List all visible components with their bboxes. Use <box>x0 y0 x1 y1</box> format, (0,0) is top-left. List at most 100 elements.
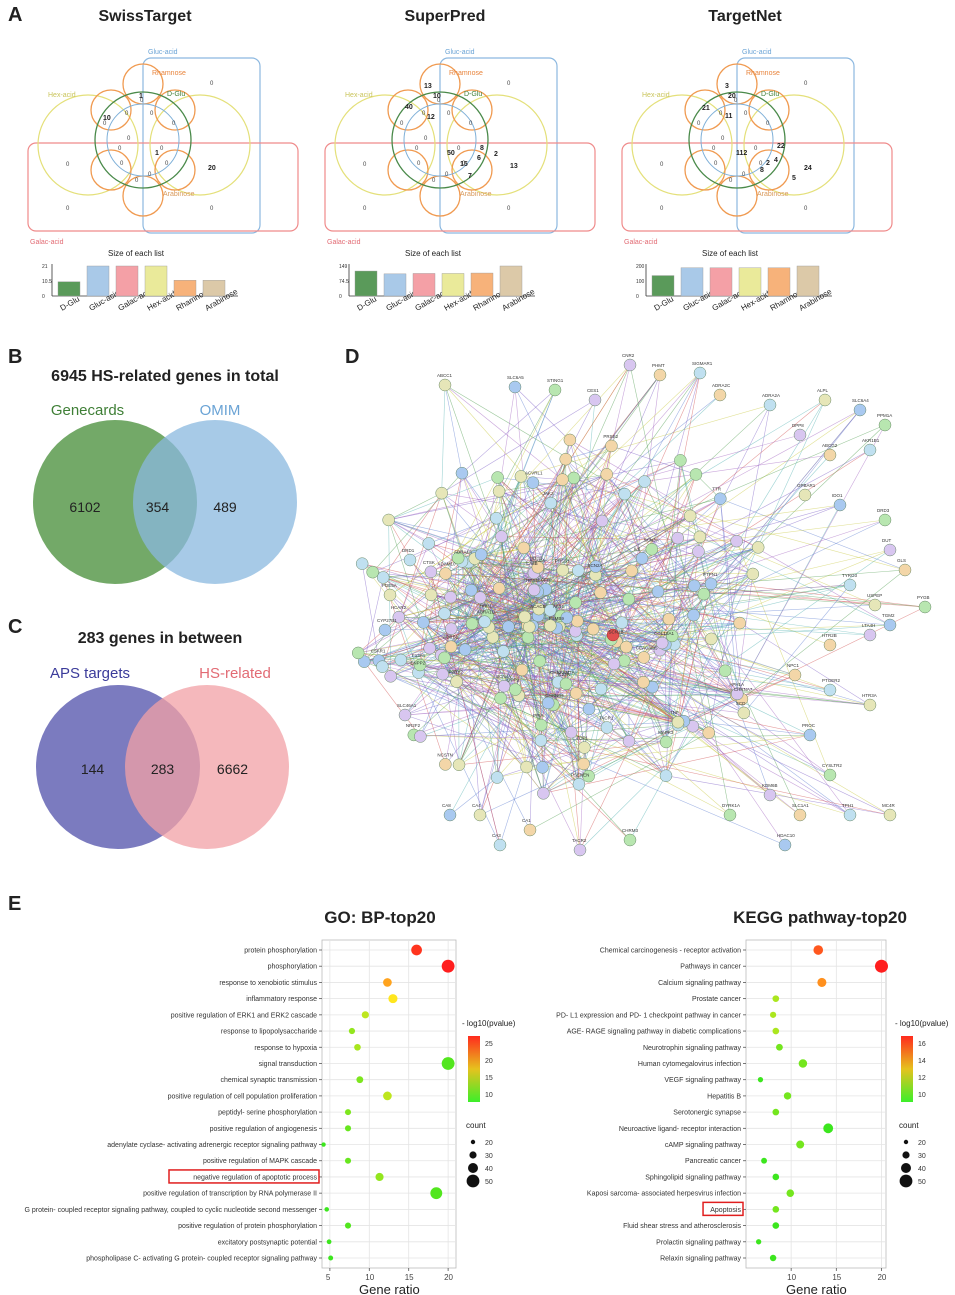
protein-label: CA8 <box>442 803 451 808</box>
protein-label: ACACA <box>529 558 545 563</box>
protein-node <box>548 383 562 397</box>
bar-chart-title: Size of each list <box>702 249 759 258</box>
protein-label: PPIA <box>533 713 543 718</box>
galac-acid-label: Galac-acid <box>624 239 658 246</box>
protein-node <box>394 653 408 667</box>
region-count-zero: 0 <box>150 111 154 117</box>
size-legend-dot <box>466 1174 480 1188</box>
hex-acid-shape-right <box>743 94 845 196</box>
data-point <box>326 1239 332 1245</box>
network-edge <box>445 573 584 765</box>
network-edge <box>420 720 684 737</box>
bar-y-tick: 0 <box>339 294 342 300</box>
category-label: positive regulation of protein phosphory… <box>178 1223 317 1230</box>
network-edge <box>540 734 811 741</box>
protein-node <box>863 628 877 642</box>
network-edge <box>550 434 801 504</box>
protein-node <box>674 454 687 467</box>
superpred-title: SuperPred <box>404 8 486 25</box>
region-count-zero: 0 <box>734 98 738 104</box>
network-edge <box>588 724 679 777</box>
rhamnose-petal-5 <box>387 89 429 131</box>
protein-label: DRD1 <box>402 548 415 553</box>
network-edge <box>419 664 527 768</box>
network-edge <box>429 518 497 649</box>
region-count-zero: 0 <box>172 121 176 127</box>
bar-Arabinose <box>796 265 820 297</box>
arabinose-label: Arabinose <box>757 191 789 198</box>
network-edge <box>575 515 691 603</box>
color-tick-label: 20 <box>485 1058 493 1065</box>
network-edge <box>520 476 643 559</box>
data-point <box>383 978 392 987</box>
network-edge <box>382 666 584 765</box>
genecards-label: Genecards <box>50 402 125 419</box>
protein-node <box>439 758 452 771</box>
protein-label: TPH1 <box>842 803 854 808</box>
region-count: 2 <box>494 151 498 158</box>
protein-node <box>697 587 711 601</box>
data-point <box>344 1222 352 1229</box>
bar-Rhamnose <box>767 267 791 297</box>
protein-node <box>564 725 578 739</box>
protein-node <box>378 623 392 637</box>
protein-node <box>493 838 507 852</box>
protein-node <box>898 563 912 577</box>
bar-Rhamnose <box>470 272 494 297</box>
region-count-zero: 0 <box>714 161 718 167</box>
data-point <box>783 1092 792 1100</box>
x-tick-label: 15 <box>832 1273 841 1282</box>
protein-node <box>718 664 732 678</box>
category-label: cAMP signaling pathway <box>665 1142 742 1149</box>
region-count-zero: 0 <box>66 206 70 212</box>
bar-Hex-acid <box>738 267 762 297</box>
size-legend-dot <box>902 1151 910 1159</box>
protein-node <box>793 428 807 442</box>
data-point <box>344 1157 352 1164</box>
protein-label: CHRNA7 <box>734 687 753 692</box>
gluc-acid-label: Gluc-acid <box>445 49 475 56</box>
network-edge <box>444 372 701 614</box>
network-edge <box>388 519 528 626</box>
network-edge <box>450 646 580 785</box>
network-edge <box>461 561 801 816</box>
data-point <box>786 1189 795 1197</box>
region-count: 20 <box>208 165 216 172</box>
protein-node <box>490 771 504 784</box>
network-edge <box>573 477 673 637</box>
protein-node <box>588 393 602 407</box>
protein-node <box>366 565 379 579</box>
bar-Gluc-acid <box>86 265 110 297</box>
protein-node <box>533 654 546 668</box>
region-count: 8 <box>760 167 764 174</box>
region-count-zero: 0 <box>660 162 664 168</box>
bar-Hex-acid <box>441 273 465 297</box>
protein-node <box>413 658 427 672</box>
network-edge <box>665 775 891 816</box>
network-edge <box>400 659 589 777</box>
network-edge <box>652 573 754 688</box>
protein-label: CA1 <box>522 818 531 823</box>
panel-label-b: B <box>8 346 23 368</box>
category-label: Apoptosis <box>710 1207 741 1214</box>
x-tick-label: 5 <box>326 1273 331 1282</box>
network-edge <box>515 689 684 722</box>
protein-label: ADRA2A <box>762 393 780 398</box>
category-label: phospholipase C- activating G protein- c… <box>86 1256 317 1263</box>
arabinose-label: Arabinose <box>460 191 492 198</box>
network-edge <box>549 477 575 626</box>
bar-category-label: D-Glu <box>356 294 379 312</box>
bar-y-tick: 0 <box>42 294 45 300</box>
size-legend-dot <box>903 1139 909 1145</box>
protein-node <box>536 761 549 774</box>
region-count-zero: 0 <box>457 146 461 152</box>
region-count-zero: 0 <box>804 206 808 212</box>
region-count-zero: 0 <box>118 146 122 152</box>
region-count-zero: 0 <box>719 111 723 117</box>
network-edge <box>623 374 661 661</box>
region-count: 24 <box>804 165 812 172</box>
bar-D-Glu <box>354 270 378 297</box>
network-edge <box>442 622 740 675</box>
region-count-zero: 0 <box>120 161 124 167</box>
